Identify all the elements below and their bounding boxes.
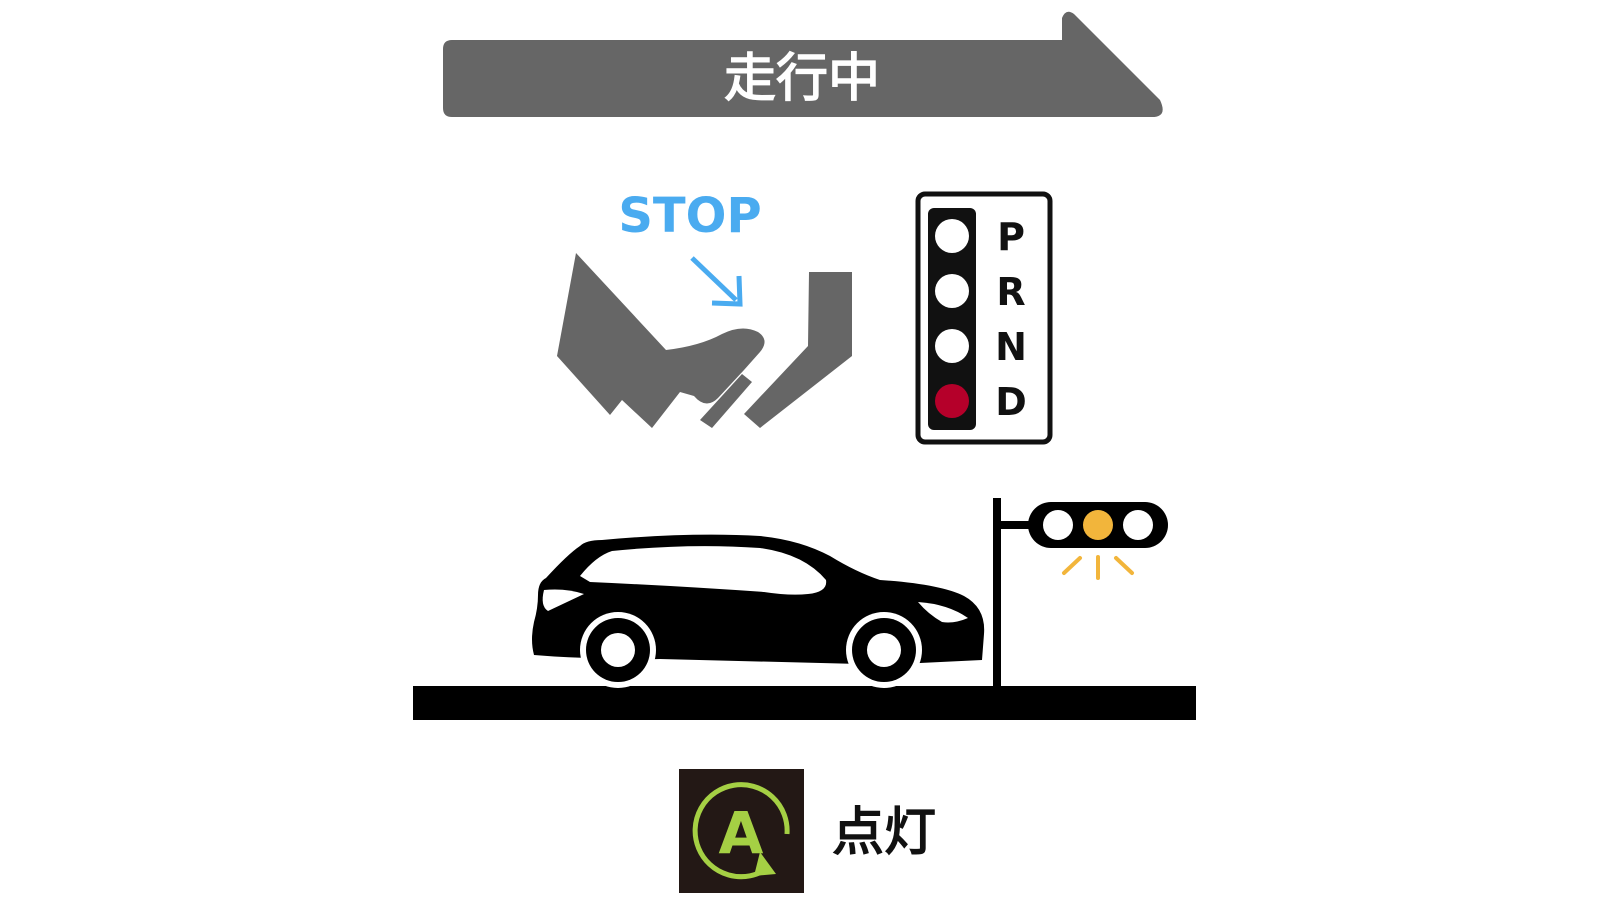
gear-lamp-p — [935, 219, 969, 253]
indicator-status-label: 点灯 — [832, 803, 936, 863]
gear-label-p: P — [997, 215, 1025, 259]
traffic-light-icon — [993, 498, 1168, 688]
traffic-light-pole — [993, 498, 1001, 688]
gear-lamp-n — [935, 329, 969, 363]
traffic-lamp-amber — [1083, 510, 1113, 540]
foot-on-brake-pedal-icon — [557, 253, 852, 428]
gear-label-d: D — [995, 380, 1027, 424]
indicator-symbol: A — [719, 799, 764, 867]
down-right-arrow-icon — [690, 256, 743, 307]
gear-shift-icon: P R N D — [915, 191, 1053, 445]
traffic-light-arm — [997, 521, 1031, 529]
gear-label-r: R — [996, 270, 1025, 314]
gear-lamp-r — [935, 274, 969, 308]
road — [413, 686, 1196, 720]
stop-label: STOP — [618, 188, 761, 244]
traffic-lamp-red — [1123, 510, 1153, 540]
gear-track — [928, 208, 976, 430]
indicator-background — [679, 769, 804, 893]
driving-banner: 走行中 — [443, 11, 1163, 117]
auto-hold-indicator: A 点灯 — [679, 769, 936, 893]
auto-hold-icon: A — [692, 782, 790, 880]
car-window — [580, 546, 827, 595]
traffic-lamp-green — [1043, 510, 1073, 540]
car-taillight — [542, 589, 584, 611]
car-headlight — [918, 602, 968, 623]
amber-glow-rays — [1062, 555, 1134, 580]
banner-label: 走行中 — [724, 49, 880, 109]
front-wheel — [846, 612, 922, 688]
gear-label-n: N — [995, 325, 1027, 369]
arrow-banner-icon — [443, 11, 1163, 117]
brake-pedal-illustration: STOP — [557, 188, 852, 428]
rear-wheel — [580, 612, 656, 688]
car-icon — [532, 534, 985, 688]
gear-lamp-d — [935, 384, 969, 418]
